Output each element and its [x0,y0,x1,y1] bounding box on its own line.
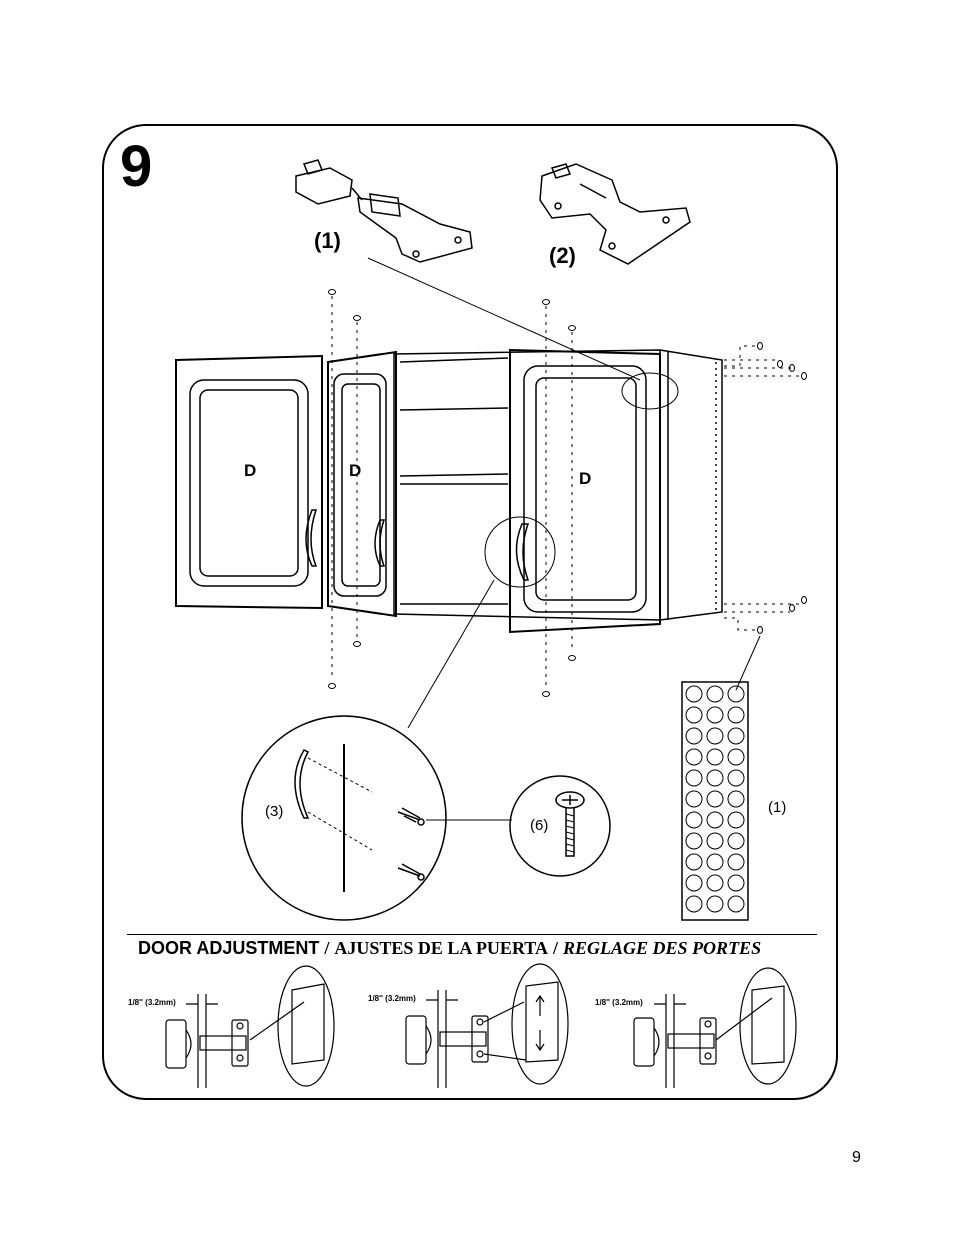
cabinet-illustration [393,349,723,622]
adjustment-diagram-1 [165,965,335,1088]
hinge-2-label: (2) [549,243,576,268]
step-number: 9 [120,134,153,199]
bumper-sheet-illustration [681,681,749,921]
adjustment-diagram-2 [405,963,569,1088]
gap-label-2: 1/8'' (3.2mm) [368,994,416,1003]
heading-spanish: AJUSTES DE LA PUERTA [334,938,548,958]
adjustment-diagram-3 [633,967,797,1088]
door-adjustment-heading: DOOR ADJUSTMENT / AJUSTES DE LA PUERTA /… [138,938,761,959]
screw-label: (6) [530,817,549,834]
section-divider [127,934,817,935]
step-panel [102,124,838,1100]
heading-separator: / [324,938,330,958]
door-2-illustration [327,350,397,618]
handle-detail-illustration [241,715,512,921]
door-label-2: D [349,461,362,480]
page-number: 9 [852,1149,861,1166]
screw-detail-illustration [509,775,611,877]
door-3-illustration [509,348,661,634]
heading-separator: / [553,938,559,958]
hinge-2-illustration [539,163,691,265]
gap-label-1: 1/8'' (3.2mm) [128,998,176,1007]
heading-french: REGLAGE DES PORTES [563,938,762,958]
door-1-illustration [175,354,323,610]
door-label-1: D [244,461,257,480]
gap-label-3: 1/8'' (3.2mm) [595,998,643,1007]
hinge-1-illustration [295,159,473,263]
bumper-label: (1) [768,799,787,816]
hinge-1-label: (1) [314,228,341,253]
heading-english: DOOR ADJUSTMENT [138,938,320,958]
handle-label: (3) [265,803,284,820]
door-label-3: D [579,469,592,488]
